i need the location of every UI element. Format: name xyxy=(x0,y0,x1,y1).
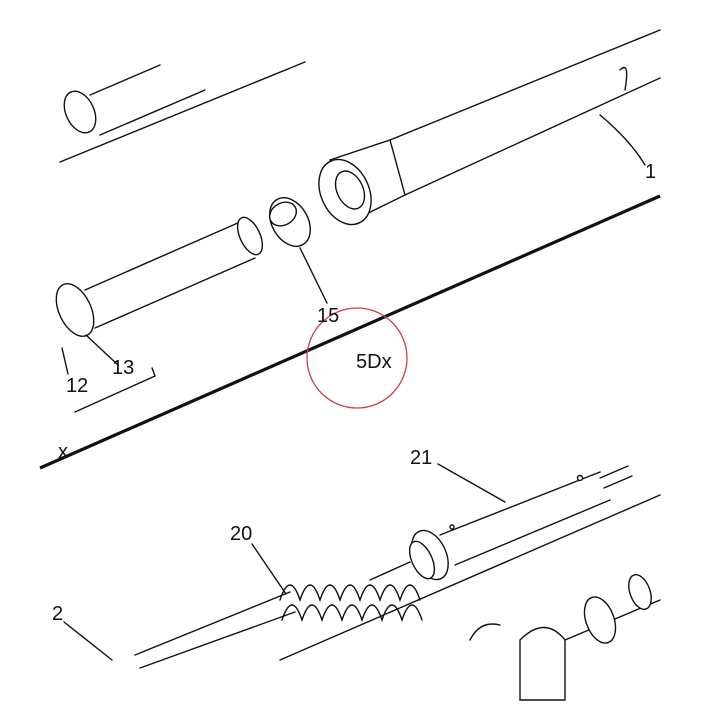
label-part-2: 2 xyxy=(52,603,63,625)
label-part-20: 20 xyxy=(230,523,252,545)
tube-fragment-upper-left xyxy=(63,64,206,136)
frame-line-top xyxy=(59,61,306,163)
leader-line-13 xyxy=(85,334,119,366)
label-part-12: 12 xyxy=(66,375,88,397)
leader-line-1 xyxy=(599,114,646,166)
section-divider-upper xyxy=(39,194,661,470)
label-circled-5dx: 5Dx xyxy=(356,351,392,373)
leader-line-2 xyxy=(63,621,113,661)
leader-line-20 xyxy=(251,543,287,595)
highlight-circle xyxy=(306,307,408,409)
spring-part-20 xyxy=(134,561,423,669)
frame-line-left-tick xyxy=(151,367,156,377)
label-left-x: x xyxy=(58,441,68,463)
tube-part-1 xyxy=(318,29,661,226)
bushing-part-15 xyxy=(268,197,311,247)
leader-line-12 xyxy=(61,347,69,375)
leader-line-21 xyxy=(437,463,506,503)
label-part-15: 15 xyxy=(317,305,339,327)
shaft-part-13 xyxy=(55,216,264,337)
leader-line-15 xyxy=(299,247,328,304)
pushrod-part-21 xyxy=(408,465,633,581)
label-part-21: 21 xyxy=(410,447,432,469)
frame-line-bottom xyxy=(279,494,661,661)
frame-line-left xyxy=(74,375,156,413)
component-bottom-right xyxy=(469,574,661,701)
label-part-1: 1 xyxy=(645,161,656,183)
label-part-13: 13 xyxy=(112,357,134,379)
